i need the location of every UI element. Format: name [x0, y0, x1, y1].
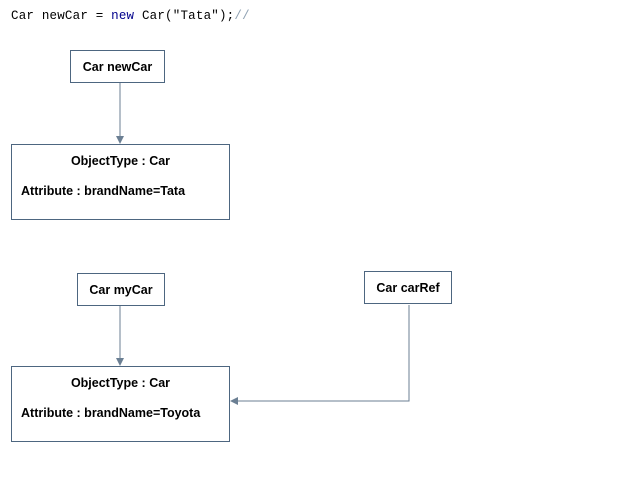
code-type-name: Car [11, 9, 35, 23]
arrow-carref-to-toyota-object [230, 305, 410, 405]
object-car-toyota: ObjectType : Car Attribute : brandName=T… [11, 366, 230, 442]
reference-my-car-label: Car myCar [89, 282, 153, 297]
code-constructor-call: Car("Tata"); [141, 9, 235, 23]
reference-car-ref: Car carRef [364, 271, 452, 304]
reference-new-car: Car newCar [70, 50, 165, 83]
code-variable-name: newCar [41, 9, 89, 23]
object-toyota-attribute-label: Attribute : brandName=Toyota [21, 406, 201, 420]
code-keyword-new: new [111, 9, 135, 23]
object-tata-attribute-label: Attribute : brandName=Tata [21, 184, 186, 198]
reference-new-car-label: Car newCar [82, 59, 153, 74]
code-snippet: Car newCar = new Car("Tata");// [11, 9, 250, 23]
reference-car-ref-label: Car carRef [376, 280, 440, 295]
object-tata-type-label: ObjectType : Car [70, 154, 171, 168]
code-equals: = [95, 9, 104, 23]
object-car-tata: ObjectType : Car Attribute : brandName=T… [11, 144, 230, 220]
reference-my-car: Car myCar [77, 273, 165, 306]
code-comment: // [234, 9, 250, 23]
object-toyota-type-label: ObjectType : Car [70, 376, 171, 390]
